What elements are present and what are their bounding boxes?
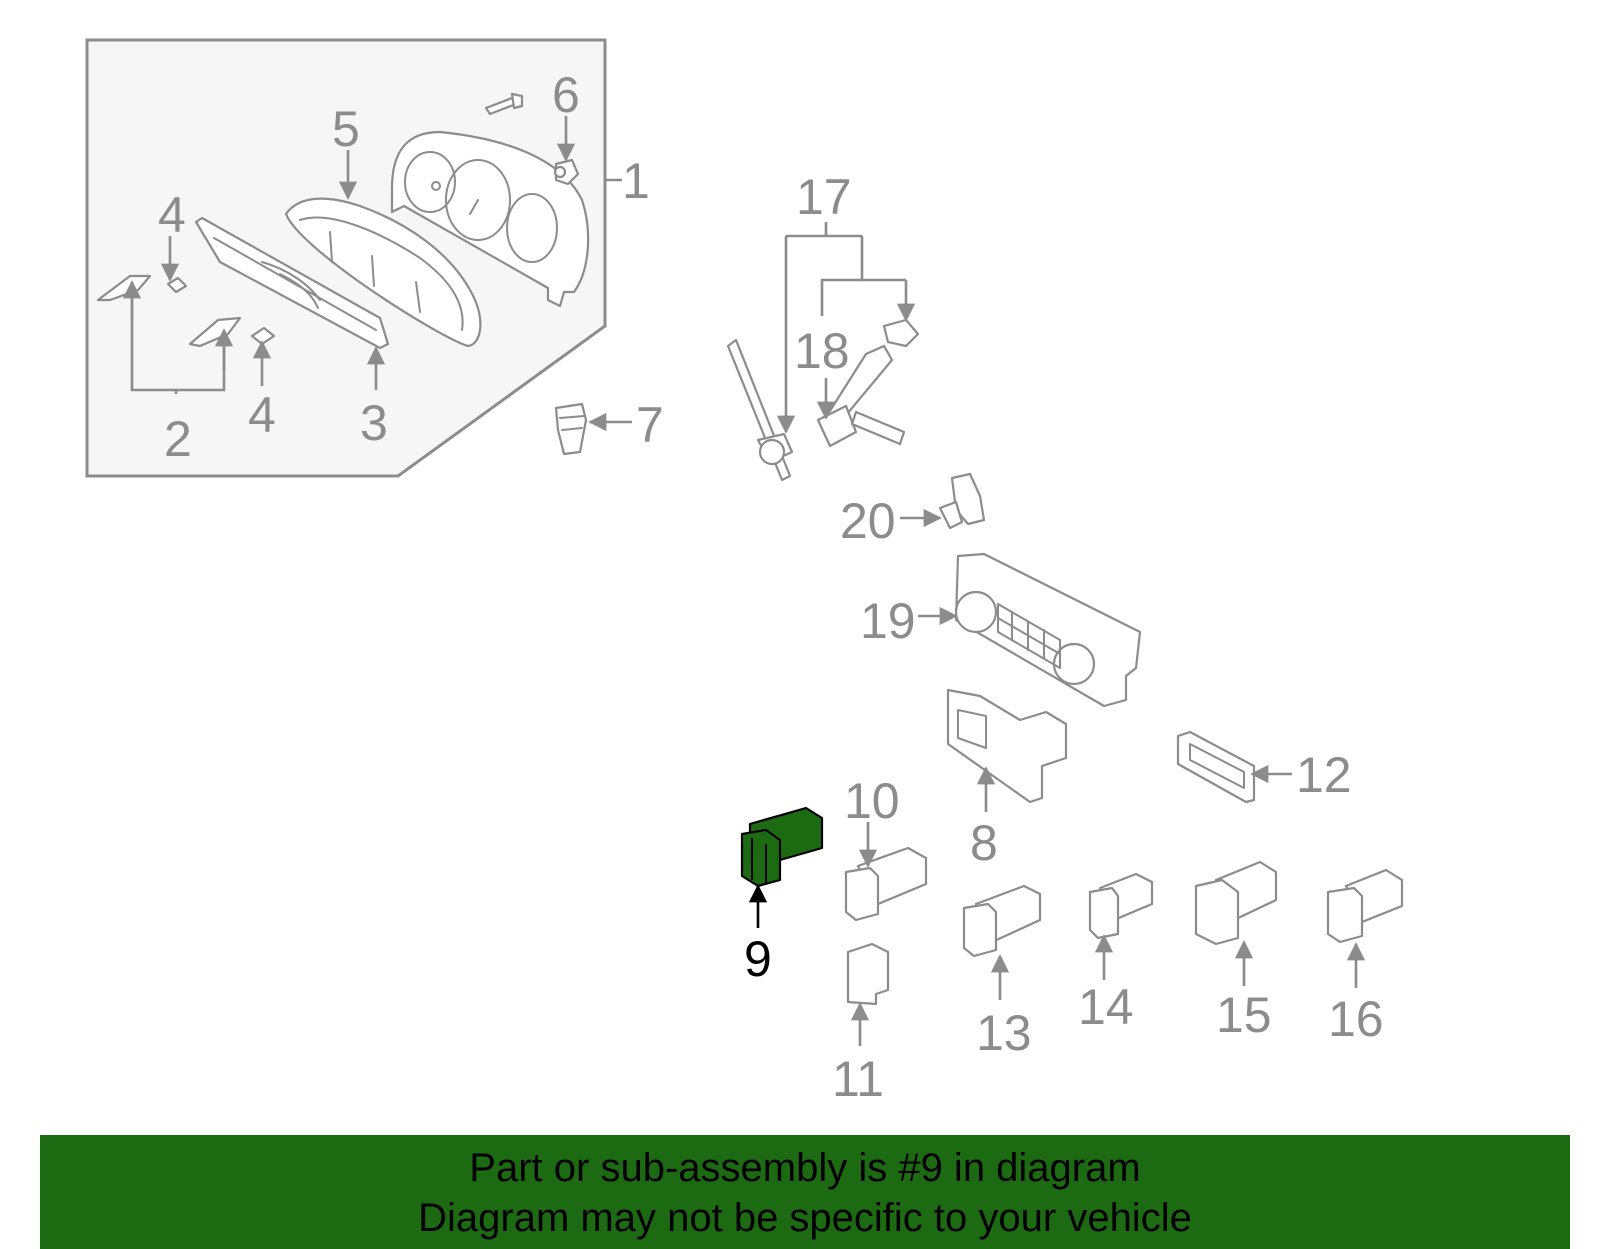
callout-1: 1 bbox=[622, 153, 650, 209]
banner-line-1: Part or sub-assembly is #9 in diagram bbox=[469, 1146, 1141, 1190]
callout-10: 10 bbox=[844, 773, 900, 829]
part-11-bracket[interactable] bbox=[846, 942, 890, 1006]
part-5-lens[interactable] bbox=[284, 197, 482, 348]
callout-15: 15 bbox=[1216, 987, 1272, 1043]
callout-3: 3 bbox=[360, 395, 388, 451]
callout-20: 20 bbox=[840, 493, 896, 549]
part-9-switch-highlighted[interactable] bbox=[740, 806, 824, 888]
part-14-switch[interactable] bbox=[1088, 872, 1154, 940]
callout-18: 18 bbox=[794, 323, 850, 379]
part-6-bulb-socket[interactable] bbox=[553, 158, 580, 186]
part-10-switch[interactable] bbox=[844, 846, 928, 922]
screw[interactable] bbox=[484, 92, 524, 116]
part-13-switch[interactable] bbox=[962, 884, 1042, 958]
callout-5: 5 bbox=[332, 101, 360, 157]
part-19-climate-control-panel[interactable] bbox=[954, 552, 1142, 708]
callout-17: 17 bbox=[796, 169, 852, 225]
callout-4-bottom: 4 bbox=[248, 387, 276, 443]
part-12-frame[interactable] bbox=[1176, 730, 1256, 804]
callout-8: 8 bbox=[970, 815, 998, 871]
callout-6: 6 bbox=[552, 67, 580, 123]
callout-4-top: 4 bbox=[158, 187, 186, 243]
part-17-wiper-stalk[interactable] bbox=[726, 338, 794, 482]
callout-11: 11 bbox=[832, 1051, 884, 1107]
callout-14: 14 bbox=[1078, 979, 1134, 1035]
callout-2: 2 bbox=[164, 411, 192, 467]
callout-13: 13 bbox=[976, 1005, 1032, 1061]
callout-19: 19 bbox=[860, 593, 916, 649]
part-7-bulb[interactable] bbox=[554, 402, 588, 456]
leader-lines bbox=[122, 116, 1366, 1046]
part-20-switch[interactable] bbox=[938, 472, 986, 530]
callout-7: 7 bbox=[636, 397, 664, 453]
info-banner: Part or sub-assembly is #9 in diagram Di… bbox=[40, 1135, 1570, 1249]
part-3-trim-panel[interactable] bbox=[194, 216, 390, 350]
callout-9: 9 bbox=[744, 931, 772, 987]
callout-12: 12 bbox=[1296, 747, 1352, 803]
banner-line-2: Diagram may not be specific to your vehi… bbox=[418, 1196, 1192, 1240]
callout-labels: 1 2 3 4 4 5 6 7 8 9 10 11 12 13 14 15 16… bbox=[158, 67, 1384, 1107]
callout-16: 16 bbox=[1328, 991, 1384, 1047]
part-8-bracket[interactable] bbox=[946, 688, 1068, 804]
part-16-switch[interactable] bbox=[1326, 868, 1404, 944]
part-15-switch[interactable] bbox=[1194, 860, 1278, 946]
